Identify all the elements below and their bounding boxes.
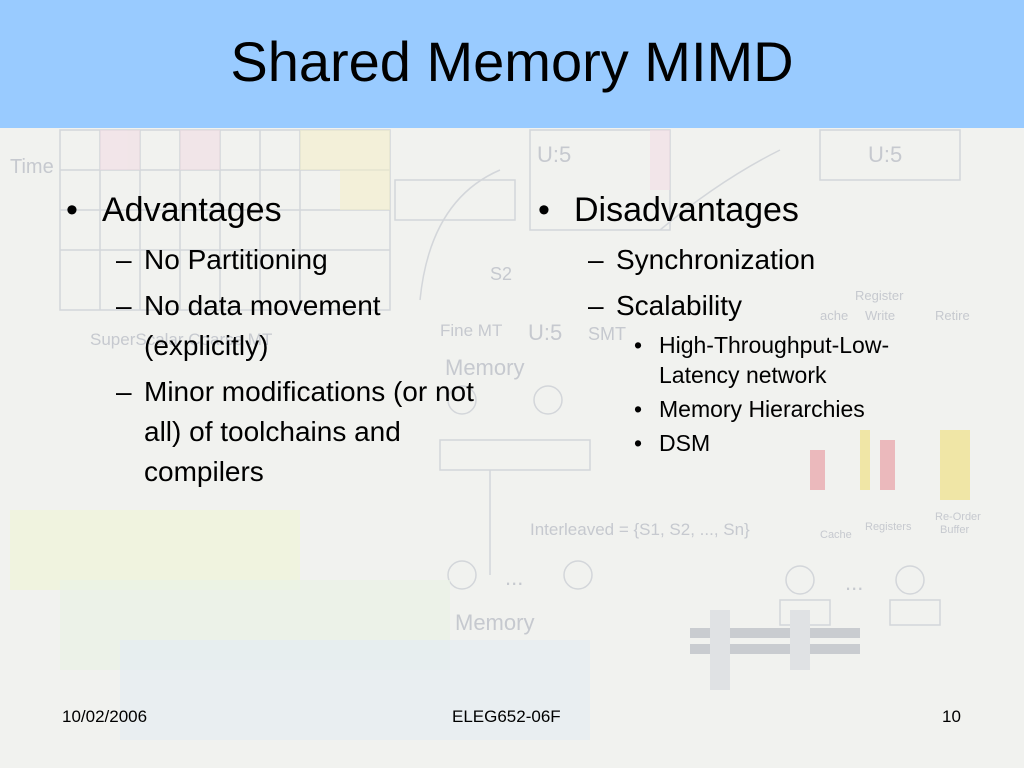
bullet-marker: •	[538, 191, 550, 229]
bullet-marker: •	[634, 396, 643, 422]
svg-text:U:5: U:5	[537, 142, 571, 167]
title-bar: Shared Memory MIMD	[0, 0, 1024, 128]
advantage-item-text: No data movement (explicitly)	[144, 290, 381, 361]
dash-marker: –	[116, 244, 132, 275]
list-item: – Synchronization	[530, 240, 970, 280]
svg-text:Memory: Memory	[455, 610, 534, 635]
svg-text:SuperScalar Coarse MT: SuperScalar Coarse MT	[90, 330, 272, 349]
bullet-marker: •	[634, 430, 643, 456]
svg-text:...: ...	[505, 565, 523, 590]
dash-marker: –	[588, 290, 604, 321]
list-item: – Minor modifications (or not all) of to…	[58, 372, 474, 492]
disadvantages-heading-item: • Disadvantages	[530, 186, 970, 234]
slide-title: Shared Memory MIMD	[230, 30, 794, 93]
list-item: – Scalability	[530, 286, 970, 326]
sub-list-item: • DSM	[530, 428, 970, 458]
footer-course: ELEG652-06F	[452, 707, 561, 726]
dash-marker: –	[116, 290, 132, 321]
svg-text:Buffer: Buffer	[940, 524, 969, 536]
svg-text:Retire: Retire	[935, 308, 970, 323]
dash-marker: –	[588, 244, 604, 275]
svg-text:Register: Register	[855, 288, 904, 303]
dash-marker: –	[116, 376, 132, 407]
svg-text:SMT: SMT	[588, 324, 626, 344]
svg-text:...: ...	[845, 570, 863, 595]
advantage-item-text: No Partitioning	[144, 244, 328, 275]
svg-text:S2: S2	[490, 264, 512, 284]
svg-text:Time: Time	[10, 156, 54, 178]
disadvantages-heading: Disadvantages	[574, 191, 799, 229]
svg-text:U:5: U:5	[528, 320, 562, 345]
svg-text:Write: Write	[865, 308, 895, 323]
disadvantage-item-text: Scalability	[616, 290, 743, 321]
svg-text:Interleaved = {S1, S2, ..., Sn: Interleaved = {S1, S2, ..., Sn}	[530, 520, 750, 539]
sub-list-item: • High-Throughput-Low-Latency network	[530, 330, 949, 390]
advantages-heading: Advantages	[102, 191, 282, 229]
list-item: – No Partitioning	[58, 240, 498, 280]
sub-item-text: Memory Hierarchies	[659, 396, 865, 422]
svg-text:ache: ache	[820, 308, 848, 323]
sub-item-text: High-Throughput-Low-Latency network	[659, 332, 890, 388]
list-item: – No data movement (explicitly)	[58, 286, 444, 366]
svg-text:U:5: U:5	[868, 142, 902, 167]
disadvantage-item-text: Synchronization	[616, 244, 816, 275]
footer-date: 10/02/2006	[62, 707, 148, 726]
bullet-marker: •	[634, 332, 643, 358]
svg-text:Registers: Registers	[865, 521, 912, 533]
disadvantages-column: • Disadvantages – Synchronization – Scal…	[530, 186, 970, 458]
svg-text:Re-Order: Re-Order	[935, 511, 981, 523]
advantage-item-text: Minor modifications (or not all) of tool…	[144, 376, 474, 487]
advantages-column: • Advantages – No Partitioning – No data…	[58, 186, 498, 492]
slide-number: 10	[942, 707, 961, 726]
svg-text:Cache: Cache	[820, 529, 852, 541]
sub-item-text: DSM	[659, 430, 711, 456]
bullet-marker: •	[66, 191, 78, 229]
svg-text:Fine MT: Fine MT	[440, 321, 502, 340]
sub-list-item: • Memory Hierarchies	[530, 394, 970, 424]
advantages-heading-item: • Advantages	[58, 186, 498, 234]
svg-text:Memory: Memory	[445, 355, 524, 380]
